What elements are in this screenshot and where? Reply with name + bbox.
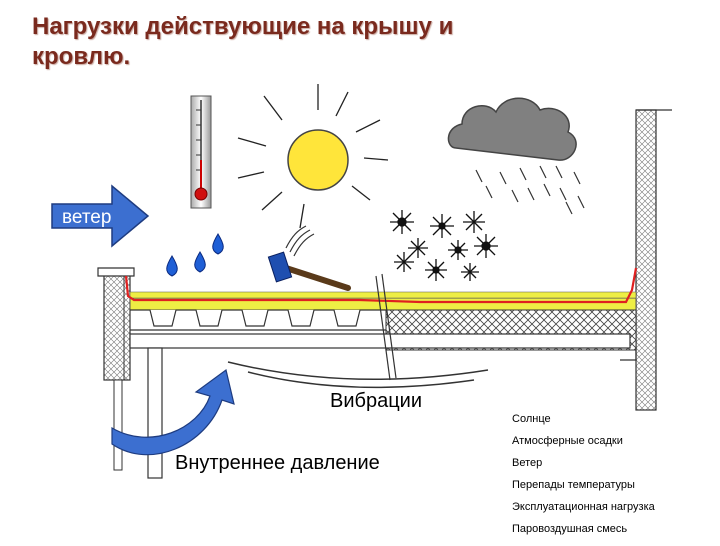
loads-legend: Солнце Атмосферные осадки Ветер Перепады… [512, 414, 712, 546]
wind-arrow [51, 184, 150, 248]
water-drops-icon [166, 233, 224, 277]
legend-item: Перепады температуры [512, 479, 635, 491]
internal-pressure-arrow [111, 368, 235, 456]
snowflakes-icon [390, 210, 498, 281]
load-pole [375, 273, 397, 381]
left-parapet [97, 267, 135, 471]
legend-item: Солнце [512, 413, 551, 425]
internal-pressure-label: Внутреннее давление [175, 452, 380, 474]
legend-item: Эксплуатационная нагрузка [512, 501, 655, 513]
legend-item: Ветер [512, 457, 543, 469]
legend-item: Атмосферные осадки [512, 435, 623, 447]
support-column [147, 347, 163, 479]
hammer-icon [267, 225, 351, 291]
sun-icon [237, 84, 389, 229]
legend-item: Паровоздушная смесь [512, 523, 628, 535]
vibration-waves [227, 361, 489, 389]
right-wall [620, 109, 672, 411]
rain-cloud-icon [447, 97, 585, 215]
roof-membrane [124, 267, 638, 304]
wind-label: ветер [62, 207, 111, 228]
vibration-label: Вибрации [330, 390, 423, 412]
page-title: Нагрузки действующие на крышу и кровлю. [32, 13, 454, 70]
thermometer-icon [190, 95, 212, 209]
